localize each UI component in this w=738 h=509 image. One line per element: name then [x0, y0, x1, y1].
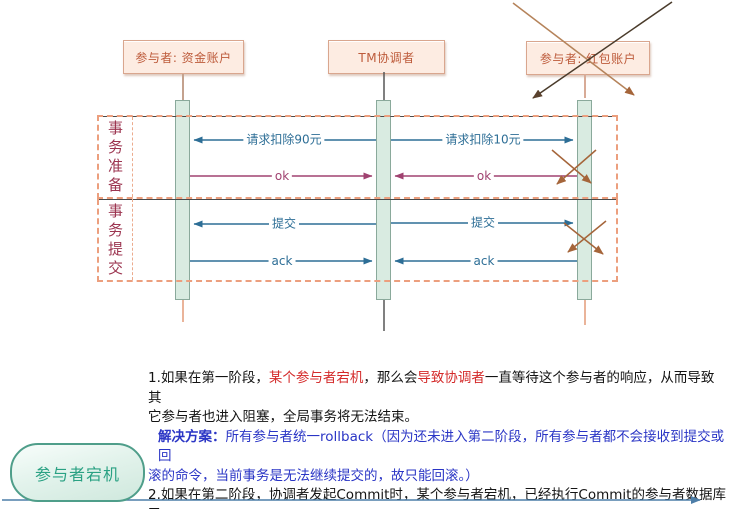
actor-box-fund-account: 参与者: 资金账户 — [123, 40, 244, 74]
note-text-highlight-crash: 某个参与者宕机 — [268, 370, 364, 386]
message-label-ack-right: ack — [470, 254, 498, 268]
note-text-solution-title: 解决方案： — [158, 428, 226, 445]
note-text: 2.如果在第二阶段，协调者发起Commit时，某个参与者宕机，已经执行Commi… — [148, 487, 726, 509]
message-label-commit-left: 提交 — [268, 214, 300, 232]
actor-box-tm-coordinator: TM协调者 — [328, 40, 445, 74]
note-line-1: 1.如果在第一阶段，某个参与者宕机，那么会导致协调者一直等待这个参与者的响应，从… — [148, 369, 726, 408]
message-label-request-90: 请求扣除90元 — [243, 130, 325, 148]
note-line-3: 解决方案：所有参与者统一rollback（因为还未进入第二阶段，所有参与者都不会… — [148, 428, 726, 467]
activation-bar-fund — [175, 100, 190, 300]
callout-label: 参与者宕机 — [34, 464, 120, 484]
note-text: 1.如果在第一阶段， — [148, 370, 269, 386]
note-line-5: 2.如果在第二阶段，协调者发起Commit时，某个参与者宕机，已经执行Commi… — [148, 486, 726, 509]
phase-label-commit: 事务提交 — [107, 201, 123, 277]
message-label-ack-left: ack — [268, 254, 296, 268]
note-text-highlight-coordinator: 导致协调者 — [417, 370, 485, 386]
actor-label: 参与者: 红包账户 — [539, 51, 637, 66]
note-text-solution: 滚的命令，当前事务是无法继续提交的，故只能回滚。） — [148, 467, 479, 484]
note-line-4: 滚的命令，当前事务是无法继续提交的，故只能回滚。） — [148, 467, 726, 487]
note-paragraph: 1.如果在第一阶段，某个参与者宕机，那么会导致协调者一直等待这个参与者的响应，从… — [148, 369, 726, 509]
frame-top-underline — [97, 116, 618, 117]
actor-label: 参与者: 资金账户 — [135, 50, 232, 65]
note-text: ，那么会 — [363, 370, 418, 386]
frame-divider-underline — [97, 199, 618, 200]
note-text: 一直等待这个参与者的响应，从而导致其 — [148, 370, 715, 406]
callout-participant-crash: 参与者宕机 — [10, 443, 145, 502]
note-text-solution: 所有参与者统一rollback（因为还未进入第二阶段，所有参与者都不会接收到提交… — [158, 428, 725, 465]
note-text: 它参与者也进入阻塞，全局事务将无法结束。 — [148, 409, 418, 425]
activation-bar-tm — [376, 100, 391, 300]
phase-label-prepare: 事务准备 — [107, 119, 123, 194]
actor-label: TM协调者 — [358, 50, 415, 65]
message-label-ok-right: ok — [473, 169, 495, 183]
note-line-2: 它参与者也进入阻塞，全局事务将无法结束。 — [148, 408, 726, 428]
message-label-commit-right: 提交 — [467, 213, 499, 231]
message-label-ok-left: ok — [271, 169, 293, 183]
message-label-request-10: 请求扣除10元 — [442, 130, 524, 148]
activation-bar-redpacket — [577, 100, 592, 300]
phase-label-column: 事务准备 — [99, 117, 133, 197]
actor-box-redpacket-account: 参与者: 红包账户 — [526, 41, 650, 75]
phase-label-column: 事务提交 — [99, 199, 133, 280]
